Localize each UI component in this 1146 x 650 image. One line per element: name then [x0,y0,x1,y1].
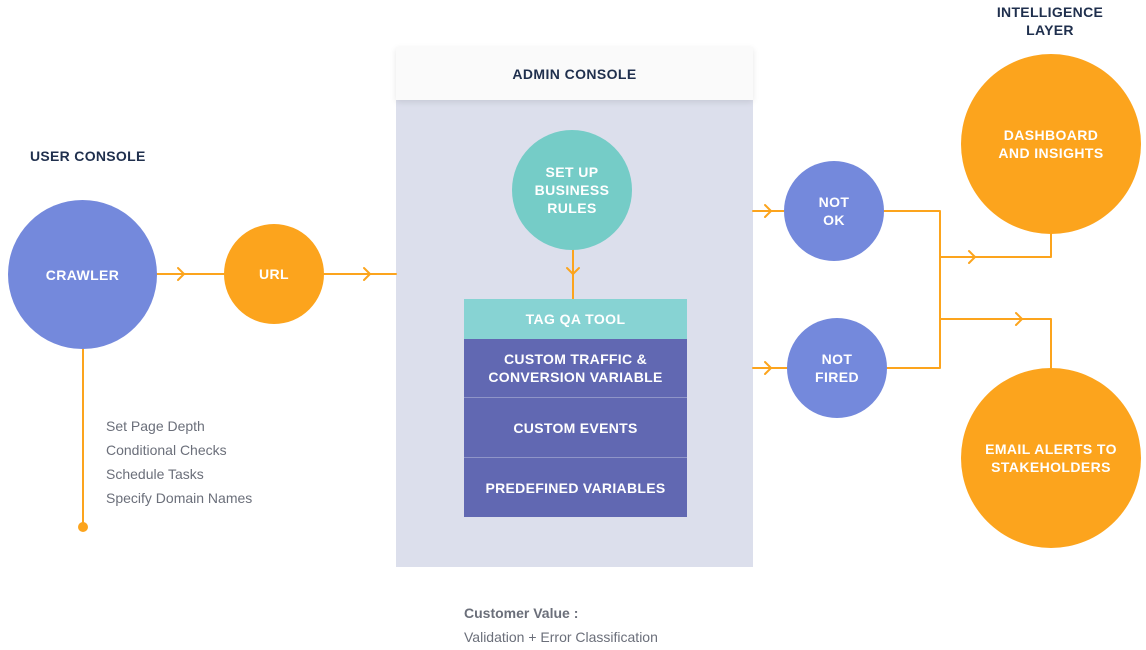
tag-qa-tool: TAG QA TOOL CUSTOM TRAFFIC & CONVERSION … [464,299,687,517]
user-console-title: USER CONSOLE [30,148,146,164]
not-fired-node[interactable]: NOT FIRED [787,318,887,418]
customer-value-title: Customer Value : [464,605,579,621]
rules-to-tool-arrow [566,267,580,275]
list-item: Specify Domain Names [106,490,253,506]
list-item: Conditional Checks [106,442,227,458]
junction-to-dashboard-arrow [968,250,976,264]
junction-to-email-line [939,318,1052,369]
url-node[interactable]: URL [224,224,324,324]
notok-to-junction-line [883,210,941,369]
tool-item-custom-traffic[interactable]: CUSTOM TRAFFIC & CONVERSION VARIABLE [464,339,687,397]
junction-to-dashboard-line [939,233,1052,258]
list-item: Set Page Depth [106,418,205,434]
list-item: Schedule Tasks [106,466,204,482]
crawler-options-list: Set Page Depth Conditional Checks Schedu… [106,414,252,510]
crawler-node[interactable]: CRAWLER [8,200,157,349]
business-rules-node[interactable]: SET UP BUSINESS RULES [512,130,632,250]
admin-console-title: ADMIN CONSOLE [396,47,753,100]
crawler-to-url-arrow [177,267,185,281]
tag-qa-tool-title: TAG QA TOOL [464,299,687,339]
admin-to-notfired-arrow [764,361,772,375]
admin-to-notok-arrow [764,204,772,218]
customer-value-text: Validation + Error Classification [464,629,658,645]
email-alerts-node[interactable]: EMAIL ALERTS TO STAKEHOLDERS [961,368,1141,548]
not-ok-node[interactable]: NOT OK [784,161,884,261]
url-to-admin-arrow [363,267,371,281]
tool-item-predefined-variables[interactable]: PREDEFINED VARIABLES [464,457,687,517]
tool-item-custom-events[interactable]: CUSTOM EVENTS [464,397,687,457]
intelligence-layer-title: INTELLIGENCE LAYER [996,4,1104,38]
options-line-end-dot [78,522,88,532]
customer-value: Customer Value : Validation + Error Clas… [464,601,658,649]
dashboard-node[interactable]: DASHBOARD AND INSIGHTS [961,54,1141,234]
junction-to-email-arrow [1015,312,1023,326]
